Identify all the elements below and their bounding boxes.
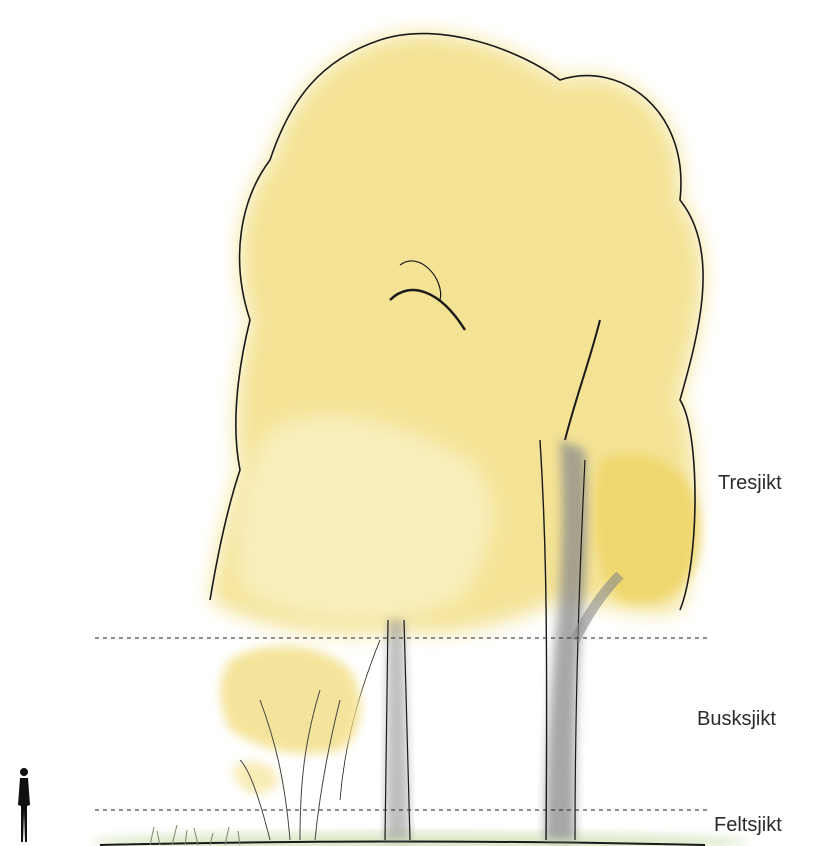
ground-grass [90,825,750,846]
tree-layer-label: Tresjikt [718,472,782,495]
human-silhouette-icon [18,768,30,842]
shrub-layer-label: Busksjikt [697,708,776,731]
field-layer-label: Feltsjikt [714,814,782,837]
large-tree-canopy [210,34,703,634]
shrub [221,646,361,840]
